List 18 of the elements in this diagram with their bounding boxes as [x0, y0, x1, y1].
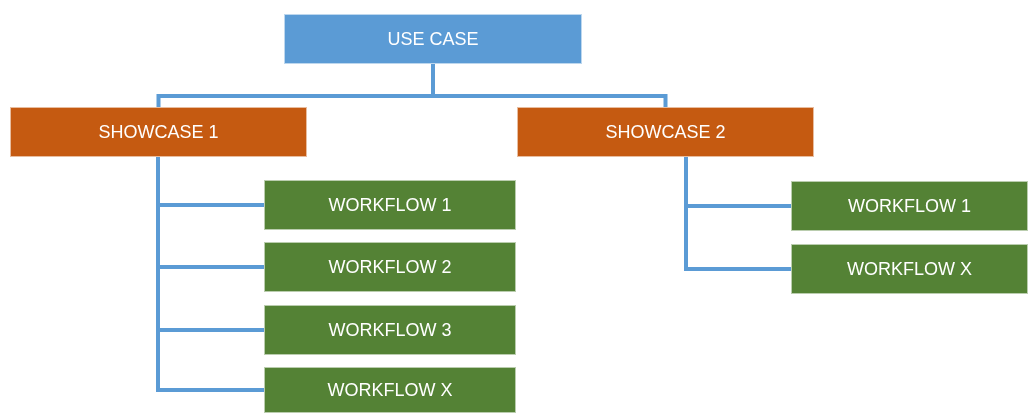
use-case-box: [284, 14, 582, 64]
box-label: SHOWCASE 2: [605, 121, 726, 143]
box-label: WORKFLOW X: [847, 258, 972, 280]
box-label: WORKFLOW X: [327, 379, 453, 401]
workflow-box: [264, 367, 516, 413]
workflow-box: [264, 305, 516, 355]
showcase-box: [517, 107, 814, 157]
box-label: SHOWCASE 1: [98, 121, 219, 143]
workflow-box: [791, 244, 1028, 294]
showcase-box: [10, 107, 307, 157]
box-label: WORKFLOW 2: [328, 256, 452, 278]
workflow-box: [264, 242, 516, 292]
workflow-box: [791, 181, 1028, 231]
box-label: WORKFLOW 1: [328, 194, 452, 216]
workflow-box: [264, 180, 516, 230]
box-label: WORKFLOW 3: [328, 319, 452, 341]
box-label: WORKFLOW 1: [848, 195, 971, 217]
box-label: USE CASE: [387, 28, 479, 50]
